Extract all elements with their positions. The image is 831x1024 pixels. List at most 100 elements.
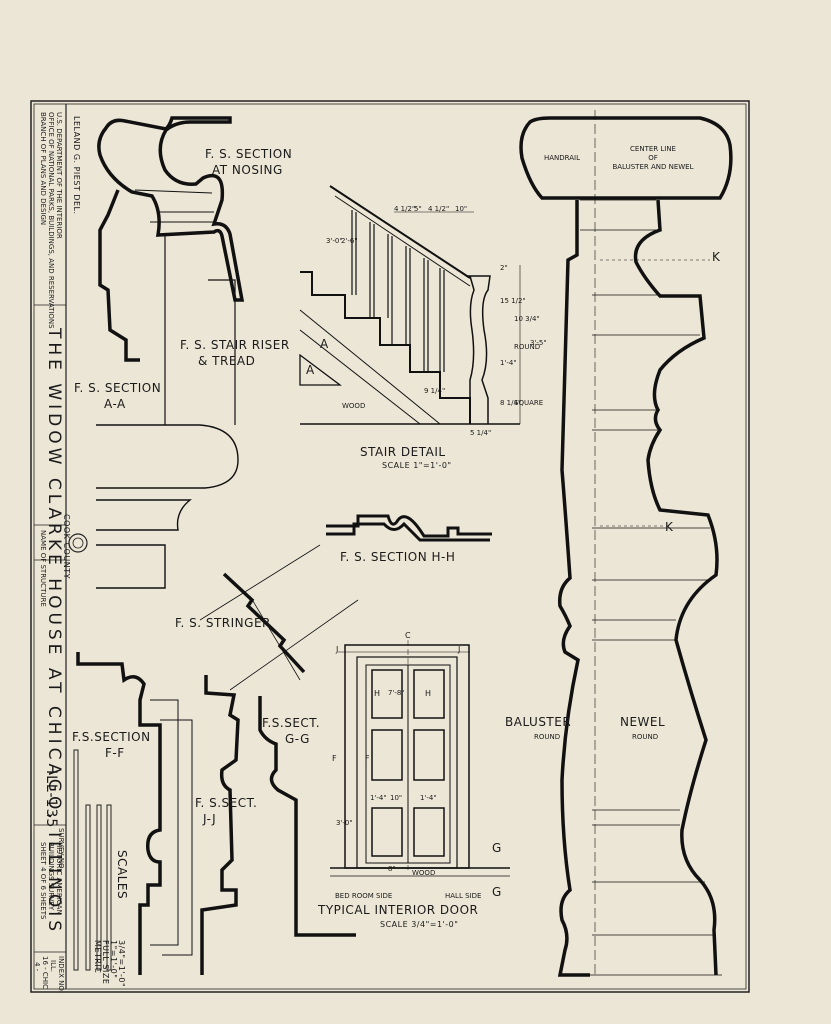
index-val3: 4 - <box>33 962 41 972</box>
baluster-newel <box>519 110 733 977</box>
mark-a-top: A <box>320 337 329 351</box>
agency-line3: BRANCH OF PLANS AND DESIGN <box>39 112 47 226</box>
dim-stair-14: SQUARE <box>514 399 544 407</box>
label-baluster: BALUSTER <box>505 715 572 729</box>
label-stair-riser-2: & TREAD <box>198 354 256 368</box>
section-nosing-profile <box>97 116 245 302</box>
inner-border <box>33 103 747 990</box>
mark-a-bottom: A <box>306 363 315 377</box>
agency-line2: OFFICE OF NATIONAL PARKS, BUILDINGS, AND… <box>47 112 55 329</box>
dim-door-2: 1'-4" <box>370 794 387 802</box>
dim-stair-16: 5 1/4" <box>470 429 492 437</box>
label-hall-side: HALL SIDE <box>445 892 482 900</box>
mark-f-left: F <box>332 754 338 763</box>
label-baluster-sub: ROUND <box>534 733 561 741</box>
section-jj-profile <box>200 675 240 975</box>
dim-door-6: 8" <box>388 865 396 873</box>
agency-line1: U.S. DEPARTMENT OF THE INTERIOR <box>55 112 63 239</box>
scale-item-3: FULL SIZE <box>101 940 110 985</box>
program-line1: HISTORIC AMERICAN <box>55 842 63 915</box>
mark-g-top: G <box>492 841 502 855</box>
mark-j-left: J <box>336 645 339 654</box>
dim-door-1: 7'-8" <box>388 689 405 697</box>
label-sect-gg-1: F.S.SECT. <box>262 716 321 730</box>
mark-c: C <box>405 631 412 640</box>
label-sect-gg-2: G-G <box>285 732 310 746</box>
survey-seal-icon <box>68 533 88 553</box>
county: COOK COUNTY <box>62 514 71 579</box>
dim-stair-9: 10 3/4" <box>514 315 540 323</box>
dim-stair-5: 3'-0" <box>326 237 343 245</box>
label-sect-jj-2: J-J <box>203 812 217 826</box>
program-line2: BUILDINGS SURVEY <box>47 842 55 911</box>
label-center-line-1: CENTER LINE <box>630 145 676 153</box>
label-section-nosing-2: AT NOSING <box>212 163 283 177</box>
label-door-scale: SCALE 3/4"=1'-0" <box>380 920 459 929</box>
index-no-label: INDEX NO. <box>57 956 65 993</box>
dim-door-5: 3'-0" <box>336 819 353 827</box>
mark-f-right: F <box>365 754 371 763</box>
mark-h-left: H <box>374 689 381 698</box>
sheet-info: SHEET 4 OF 6 SHEETS <box>39 842 47 920</box>
label-section-ff-2: F-F <box>105 746 125 760</box>
label-section-aa-2: A-A <box>104 397 126 411</box>
stair-riser-tread <box>96 424 239 589</box>
dim-stair-8: 15 1/2" <box>500 297 526 305</box>
scale-item-2: 1"=1'-0" <box>109 940 118 979</box>
label-wood: WOOD <box>342 402 366 410</box>
dim-stair-15: 9 1/4" <box>424 387 446 395</box>
dim-stair-11: 3'-5" <box>530 339 547 347</box>
label-stair-detail: STAIR DETAIL <box>360 445 446 459</box>
scale-item-4: METRIC <box>93 940 102 974</box>
section-gg-profile <box>258 696 356 937</box>
survey-no: ILL-135 <box>43 770 59 829</box>
scale-bars <box>73 749 112 971</box>
mark-h-right: H <box>425 689 432 698</box>
dim-stair-12: 1'-4" <box>500 359 517 367</box>
dim-stair-1: 4 1/2" <box>394 205 416 213</box>
dim-stair-13: 8 1/4" <box>500 399 522 407</box>
mark-j-right: J <box>458 645 461 654</box>
section-aa-profile <box>98 189 140 362</box>
outer-border <box>30 100 750 993</box>
mark-k-top: K <box>712 250 721 264</box>
label-newel-sub: ROUND <box>632 733 659 741</box>
scale-item-1: 3/4"=1'-0" <box>117 940 126 988</box>
dim-door-4: 1'-4" <box>420 794 437 802</box>
dim-stair-7: 2" <box>500 264 508 272</box>
label-stair-riser-1: F. S. STAIR RISER <box>180 338 290 352</box>
dim-stair-2: 5" <box>414 205 422 213</box>
stair-detail <box>299 185 521 425</box>
label-center-line-2: OF <box>648 154 658 162</box>
mark-g-bottom: G <box>492 885 502 899</box>
delineator: LELAND G. PIEST DEL. <box>72 116 81 215</box>
label-section-aa-1: F. S. SECTION <box>74 381 162 395</box>
dim-door-3: 10" <box>390 794 403 802</box>
name-of-structure-label: NAME OF STRUCTURE <box>39 530 47 607</box>
dim-stair-6: 2'-6" <box>341 237 358 245</box>
label-handrail: HANDRAIL <box>544 154 581 162</box>
label-sect-jj-1: F. S.SECT. <box>195 796 258 810</box>
label-bed-room-side: BED ROOM SIDE <box>335 892 393 900</box>
section-hh-profile <box>326 514 492 542</box>
label-stair-scale: SCALE 1"=1'-0" <box>382 461 452 470</box>
label-section-hh: F. S. SECTION H-H <box>340 550 456 564</box>
label-door-title: TYPICAL INTERIOR DOOR <box>318 903 479 917</box>
label-center-line-3: BALUSTER AND NEWEL <box>612 163 694 171</box>
label-stringer: F. S. STRINGER <box>175 616 271 630</box>
index-val2: 16 - CHIC <box>41 956 49 989</box>
section-ff-profile <box>76 652 162 975</box>
typical-interior-door <box>330 640 510 877</box>
dim-stair-4: 10" <box>455 205 468 213</box>
label-section-ff-1: F.S.SECTION <box>72 730 151 744</box>
label-newel: NEWEL <box>620 715 666 729</box>
mark-k-bottom: K <box>665 520 674 534</box>
scales-label: SCALES <box>115 850 129 900</box>
label-door-wood: WOOD <box>412 869 436 877</box>
dim-stair-3: 4 1/2" <box>428 205 450 213</box>
index-val1: ILL. <box>49 960 57 973</box>
label-section-nosing-1: F. S. SECTION <box>205 147 293 161</box>
dim-stair-10: ROUND <box>514 343 541 351</box>
